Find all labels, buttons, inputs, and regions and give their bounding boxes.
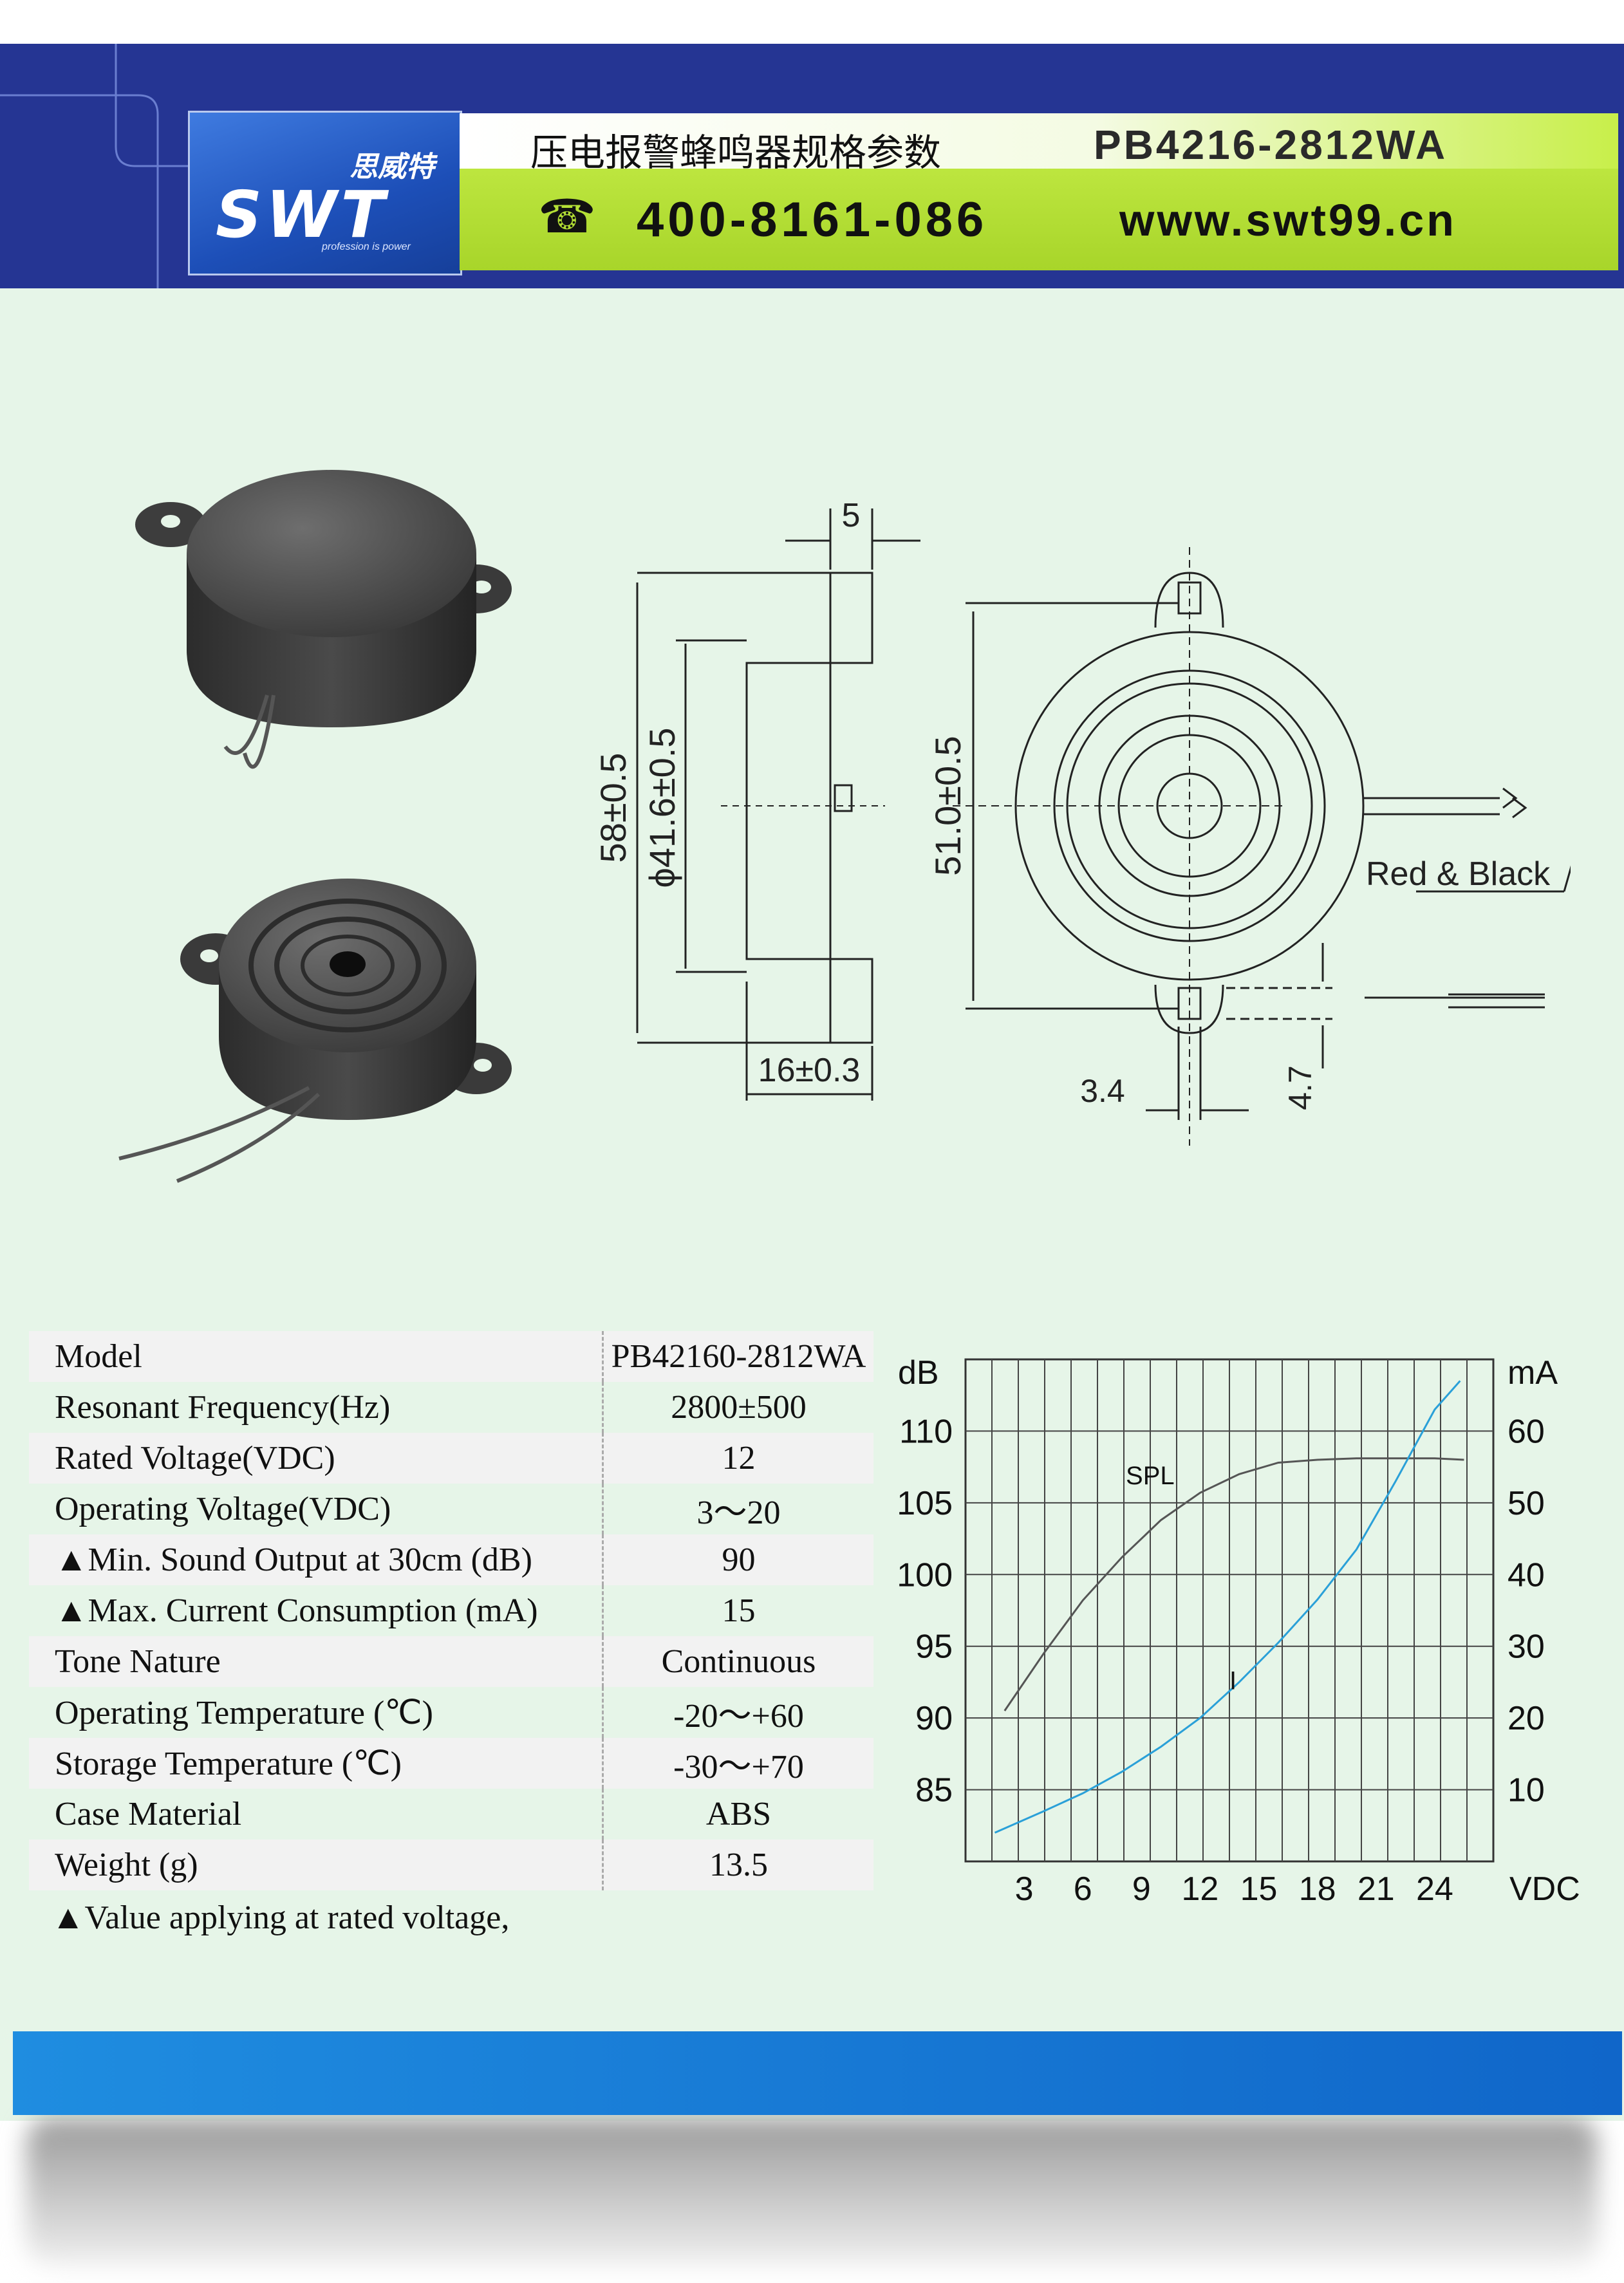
spec-value: 13.5 bbox=[602, 1840, 873, 1890]
x-tick-label: 6 bbox=[1074, 1870, 1092, 1905]
spec-value: ABS bbox=[602, 1789, 873, 1840]
company-logo: 思威特 SWT profession is power bbox=[188, 111, 462, 275]
dim-total-length: 58±0.5 bbox=[593, 753, 633, 863]
spec-label: Operating Temperature (℃) bbox=[29, 1687, 603, 1738]
y-left-tick-label: 105 bbox=[897, 1485, 953, 1522]
dim-hole-pitch: 51.0±0.5 bbox=[928, 736, 968, 876]
spec-value: -30～+70 bbox=[602, 1738, 873, 1789]
spec-row: Operating Voltage(VDC)3～20 bbox=[29, 1484, 873, 1534]
spec-value: PB42160-2812WA bbox=[602, 1331, 873, 1382]
spec-label: Model bbox=[29, 1331, 603, 1382]
spec-label: Rated Voltage(VDC) bbox=[29, 1433, 603, 1484]
title-row bbox=[460, 113, 1618, 169]
y-right-tick-label: 60 bbox=[1507, 1413, 1545, 1450]
x-tick-label: 9 bbox=[1132, 1870, 1151, 1905]
series-label-spl: SPL bbox=[1126, 1462, 1175, 1490]
x-tick-label: 12 bbox=[1182, 1870, 1219, 1905]
y-right-axis-label: mA bbox=[1507, 1354, 1558, 1392]
side-view-terminal bbox=[834, 784, 853, 812]
spec-row: Operating Temperature (℃)-20～+60 bbox=[29, 1687, 873, 1738]
x-tick-label: 18 bbox=[1299, 1870, 1336, 1905]
x-tick-label: 15 bbox=[1240, 1870, 1278, 1905]
x-axis-label: VDC bbox=[1509, 1870, 1580, 1905]
y-right-tick-label: 30 bbox=[1507, 1628, 1545, 1666]
spec-row: Rated Voltage(VDC)12 bbox=[29, 1433, 873, 1484]
logo-chinese-name: 思威特 bbox=[350, 151, 434, 183]
spec-row: ▲Min. Sound Output at 30cm (dB)90 bbox=[29, 1534, 873, 1585]
page-title-model: PB4216-2812WA bbox=[1094, 122, 1448, 168]
y-right-tick-label: 20 bbox=[1507, 1700, 1545, 1737]
dim-slot-width: 3.4 bbox=[1080, 1073, 1125, 1109]
spec-value: 2800±500 bbox=[602, 1382, 873, 1433]
series-line-current bbox=[994, 1380, 1461, 1834]
series-label-current: I bbox=[1229, 1667, 1237, 1695]
product-photos bbox=[118, 470, 512, 1183]
spec-value: Continuous bbox=[602, 1636, 873, 1687]
y-left-tick-label: 110 bbox=[899, 1413, 953, 1450]
spec-label: Operating Voltage(VDC) bbox=[29, 1484, 603, 1534]
page-title-cn: 压电报警蜂鸣器规格参数 bbox=[530, 131, 942, 174]
buzzer-photo-top bbox=[135, 470, 512, 769]
y-left-axis-label: dB bbox=[898, 1354, 939, 1392]
spec-row: ▲Max. Current Consumption (mA)15 bbox=[29, 1585, 873, 1636]
spec-label: ▲Min. Sound Output at 30cm (dB) bbox=[29, 1534, 603, 1585]
spec-value: 15 bbox=[602, 1585, 873, 1636]
website-url: www.swt99.cn bbox=[1119, 195, 1457, 245]
spec-value: -20～+60 bbox=[602, 1687, 873, 1738]
spec-value: 3～20 bbox=[602, 1484, 873, 1534]
title-band: 压电报警蜂鸣器规格参数 PB4216-2812WA ☎ 400-8161-086… bbox=[460, 113, 1618, 270]
spec-label: Storage Temperature (℃) bbox=[29, 1738, 603, 1789]
spec-label: Case Material bbox=[29, 1789, 603, 1840]
y-left-tick-label: 85 bbox=[915, 1772, 953, 1809]
dim-slot-height: 4.7 bbox=[1282, 1065, 1318, 1110]
spec-row: Storage Temperature (℃)-30～+70 bbox=[29, 1738, 873, 1789]
x-tick-label: 24 bbox=[1416, 1870, 1453, 1905]
y-right-tick-label: 10 bbox=[1507, 1772, 1545, 1809]
spec-value: 90 bbox=[602, 1534, 873, 1585]
x-tick-label: 21 bbox=[1358, 1870, 1395, 1905]
side-view-outline bbox=[745, 572, 873, 1044]
logo-slogan: profession is power bbox=[322, 241, 411, 252]
spec-label: Tone Nature bbox=[29, 1636, 603, 1687]
y-left-tick-label: 90 bbox=[915, 1700, 953, 1737]
spec-label: ▲Max. Current Consumption (mA) bbox=[29, 1585, 603, 1636]
performance-chart: 3 6 9 12 15 18 21 24 85 90 95 100 105 110 10 20 30 40 50 60… bbox=[897, 1354, 1580, 1905]
telephone-icon: ☎ bbox=[538, 189, 596, 243]
dim-height: 16±0.3 bbox=[758, 1052, 861, 1089]
spec-label: Weight (g) bbox=[29, 1840, 603, 1890]
technical-drawing: 5 58±0.5 ϕ41.6±0.5 16±0.3 51.0±0.5 3.4 4… bbox=[593, 497, 1571, 1146]
header-decor-lines bbox=[0, 44, 193, 288]
dim-diameter: ϕ41.6±0.5 bbox=[642, 728, 682, 888]
series-line-spl bbox=[1003, 1457, 1464, 1711]
wire-label: Red & Black bbox=[1366, 855, 1551, 893]
spec-value: 12 bbox=[602, 1433, 873, 1484]
footer-band bbox=[13, 2031, 1622, 2115]
phone-number: 400-8161-086 bbox=[637, 192, 988, 247]
page-shadow bbox=[26, 2118, 1598, 2266]
y-right-tick-label: 50 bbox=[1507, 1485, 1545, 1522]
footnote: ▲Value applying at rated voltage, bbox=[51, 1899, 510, 1936]
buzzer-photo-bottom bbox=[118, 879, 512, 1183]
spec-label: Resonant Frequency(Hz) bbox=[29, 1382, 603, 1433]
spec-row: Resonant Frequency(Hz)2800±500 bbox=[29, 1382, 873, 1433]
dim-thickness: 5 bbox=[842, 497, 861, 534]
y-left-tick-label: 95 bbox=[915, 1628, 953, 1666]
x-tick-label: 3 bbox=[1015, 1870, 1034, 1905]
spec-row: Weight (g)13.5 bbox=[29, 1840, 873, 1890]
logo-wordmark: SWT bbox=[216, 177, 389, 252]
y-right-tick-label: 40 bbox=[1507, 1556, 1545, 1594]
y-left-tick-label: 100 bbox=[897, 1556, 953, 1594]
